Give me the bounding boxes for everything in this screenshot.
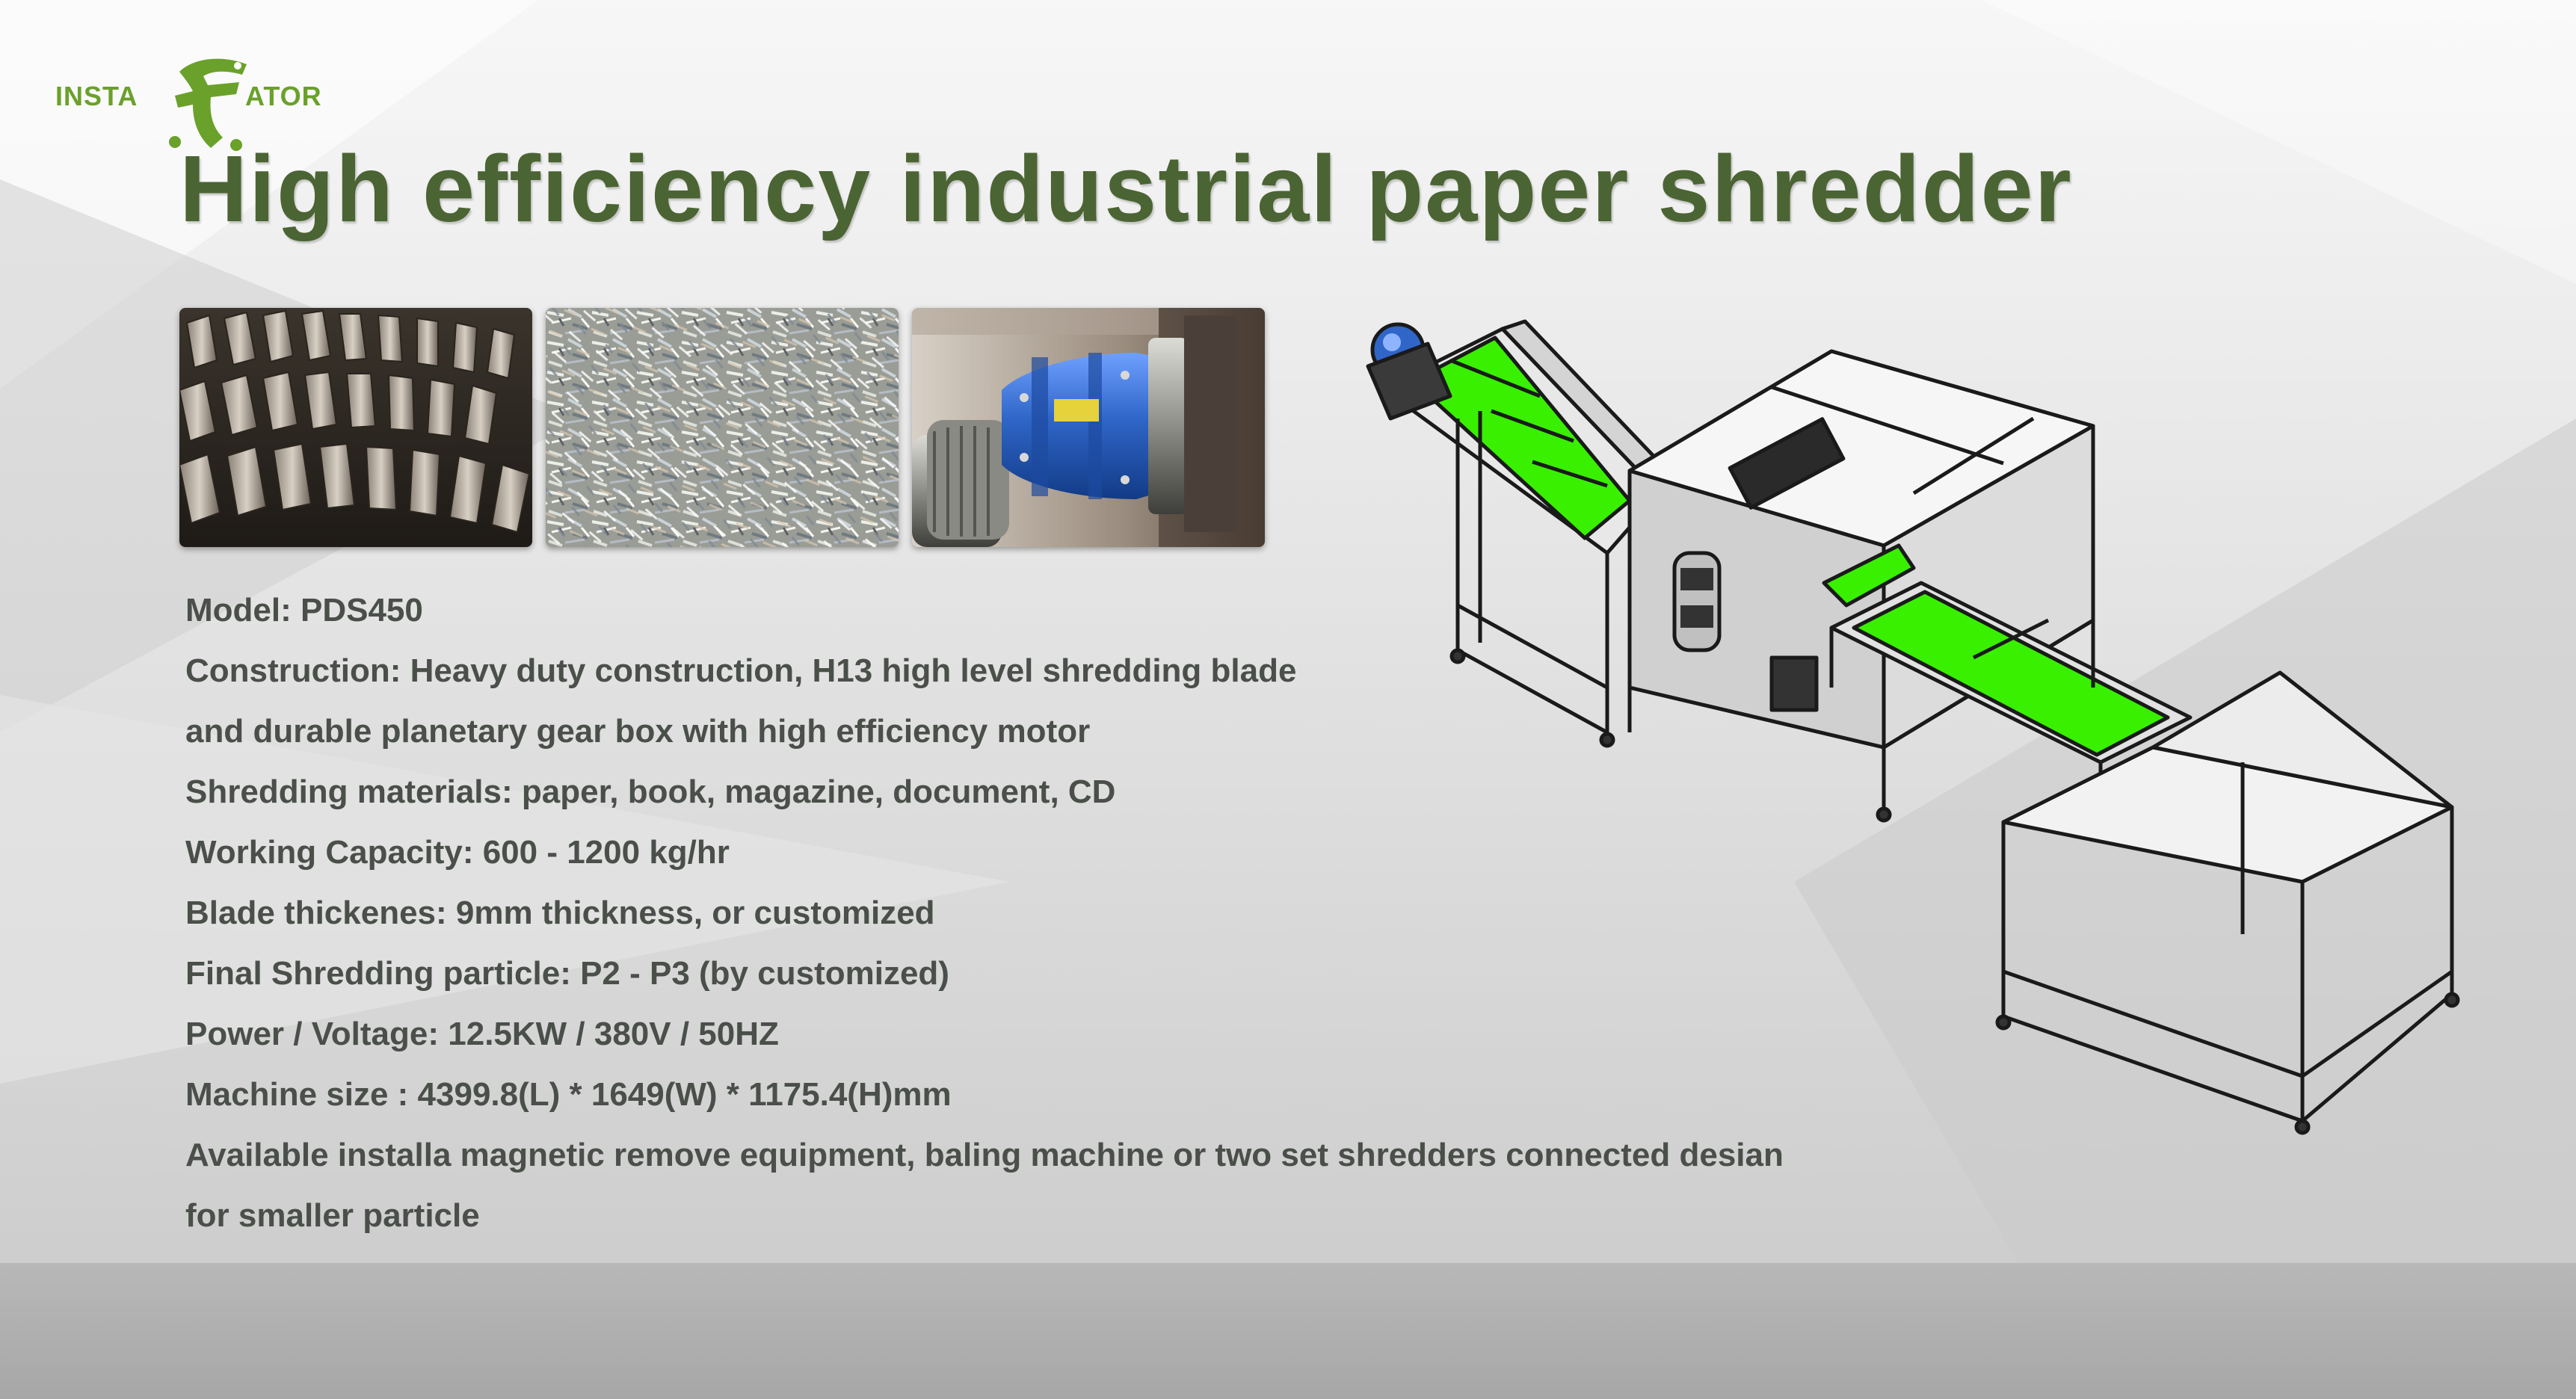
shredder-blades-photo xyxy=(179,308,532,547)
spec-construction: Construction: Heavy duty construction, H… xyxy=(185,652,1297,689)
spec-machine-size: Machine size : 4399.8(L) * 1649(W) * 117… xyxy=(185,1076,952,1113)
page-title: High efficiency industrial paper shredde… xyxy=(179,136,2073,241)
logo-text-right: ATOR xyxy=(245,81,322,111)
spec-capacity: Working Capacity: 600 - 1200 kg/hr xyxy=(185,834,730,871)
spec-materials: Shredding materials: paper, book, magazi… xyxy=(185,773,1116,810)
shredder-machine-illustration xyxy=(1366,319,2460,1135)
spec-blade-thickness: Blade thickenes: 9mm thickness, or custo… xyxy=(185,895,935,931)
spec-list: Model: PDS450 Construction: Heavy duty c… xyxy=(185,580,1905,1246)
logo-text-left: INSTA xyxy=(55,81,138,111)
spec-model: Model: PDS450 xyxy=(185,592,423,629)
spec-particle: Final Shredding particle: P2 - P3 (by cu… xyxy=(185,955,949,992)
spec-options: Available installa magnetic remove equip… xyxy=(185,1137,1784,1173)
brand-logo: INSTA ATOR xyxy=(52,45,321,157)
spec-power: Power / Voltage: 12.5KW / 380V / 50HZ xyxy=(185,1016,779,1052)
planetary-gearbox-photo xyxy=(912,308,1265,547)
gator-logo-icon xyxy=(169,58,247,151)
spec-options-cont: for smaller particle xyxy=(185,1197,480,1234)
bottom-band xyxy=(0,1263,2576,1399)
spec-construction-cont: and durable planetary gear box with high… xyxy=(185,713,1091,750)
shredded-paper-photo xyxy=(546,308,899,547)
